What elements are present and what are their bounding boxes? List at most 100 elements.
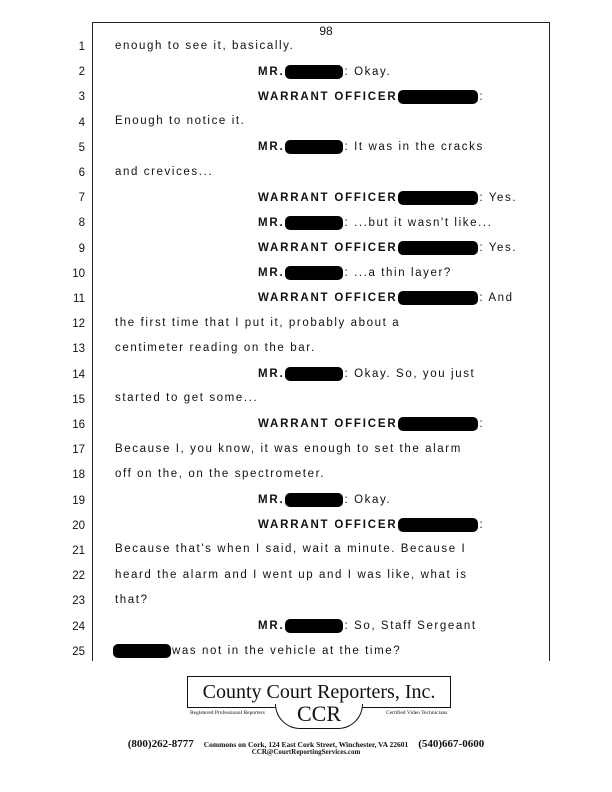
line-text: : It was in the cracks — [344, 141, 484, 153]
redaction — [285, 619, 344, 633]
redaction — [285, 216, 344, 230]
line-text: : Okay. — [344, 66, 392, 78]
tagline-left: Registered Professional Reporters — [190, 710, 265, 716]
line-number: 12 — [72, 318, 85, 331]
line-number: 16 — [72, 419, 85, 431]
line-number: 11 — [73, 293, 85, 305]
redaction — [398, 191, 479, 205]
speaker-label: MR. — [258, 620, 285, 632]
line-text: was not in the vehicle at the time? — [172, 645, 402, 657]
line-number: 5 — [78, 141, 85, 154]
line-21: Because that's when I said, wait a minut… — [115, 543, 467, 555]
speaker-label: MR. — [258, 217, 285, 229]
redaction — [285, 493, 344, 507]
phone-right: (540)667-0600 — [418, 738, 485, 750]
transcript-frame — [92, 22, 550, 661]
line-number: 2 — [78, 66, 85, 79]
redaction — [285, 266, 344, 280]
speaker-label: WARRANT OFFICER — [258, 91, 398, 103]
line-text: : Yes. — [479, 242, 518, 254]
line-number: 25 — [72, 645, 85, 658]
line-text: : — [479, 519, 485, 531]
line-5: MR. : It was in the cracks — [258, 140, 484, 154]
line-6: and crevices... — [115, 166, 214, 178]
speaker-label: MR. — [258, 66, 285, 78]
redaction — [398, 291, 479, 305]
line-18: off on the, on the spectrometer. — [115, 468, 326, 480]
logo-initials: CCR — [275, 703, 363, 729]
line-11: WARRANT OFFICER : And — [258, 291, 514, 305]
line-13: centimeter reading on the bar. — [115, 342, 316, 354]
line-12: the first time that I put it, probably a… — [115, 317, 401, 329]
line-4: Enough to notice it. — [115, 115, 246, 127]
line-text: : So, Staff Sergeant — [344, 620, 477, 632]
line-text: : Okay. — [344, 494, 392, 506]
line-number: 9 — [78, 242, 85, 255]
line-number: 24 — [72, 620, 85, 633]
line-24: MR. : So, Staff Sergeant — [258, 619, 477, 633]
line-7: WARRANT OFFICER : Yes. — [258, 191, 517, 205]
line-16: WARRANT OFFICER: — [258, 417, 484, 431]
line-number: 13 — [72, 343, 85, 356]
line-number: 6 — [78, 167, 85, 179]
line-14: MR. : Okay. So, you just — [258, 367, 475, 381]
line-number: 15 — [72, 393, 85, 406]
line-number: 1 — [78, 41, 85, 53]
speaker-label: WARRANT OFFICER — [258, 192, 398, 204]
line-text: : Yes. — [479, 192, 518, 204]
line-number: 3 — [78, 91, 85, 104]
tagline-right: Certified Video Technicians — [386, 710, 448, 716]
line-19: MR. : Okay. — [258, 493, 391, 507]
speaker-label: WARRANT OFFICER — [258, 292, 398, 304]
line-number: 18 — [72, 469, 85, 482]
speaker-label: MR. — [258, 368, 285, 380]
line-number: 8 — [78, 217, 85, 230]
line-17: Because I, you know, it was enough to se… — [115, 443, 462, 455]
line-number: 10 — [72, 267, 85, 280]
line-number: 23 — [72, 595, 85, 608]
speaker-label: MR. — [258, 267, 285, 279]
contact-line: (800)262-8777 Commons on Cork, 124 East … — [0, 734, 612, 752]
line-15: started to get some... — [115, 392, 259, 404]
line-2: MR. : Okay. — [258, 65, 391, 79]
line-1: enough to see it, basically. — [115, 40, 295, 52]
line-10: MR. : ...a thin layer? — [258, 266, 452, 280]
line-9: WARRANT OFFICER : Yes. — [258, 241, 517, 255]
redaction — [285, 65, 344, 79]
speaker-label: MR. — [258, 141, 285, 153]
line-25: was not in the vehicle at the time? — [112, 644, 401, 658]
line-number: 22 — [72, 570, 85, 583]
line-number: 14 — [72, 368, 85, 381]
speaker-label: WARRANT OFFICER — [258, 519, 398, 531]
line-number: 21 — [72, 545, 85, 557]
line-text: : ...but it wasn't like... — [344, 217, 493, 229]
page-number: 98 — [319, 24, 333, 38]
email: CCR@CourtReportingServices.com — [251, 748, 361, 756]
redaction — [285, 367, 344, 381]
line-8: MR. : ...but it wasn't like... — [258, 216, 492, 230]
line-text: : Okay. So, you just — [344, 368, 476, 380]
redaction — [398, 90, 479, 104]
address: Commons on Cork, 124 East Cork Street, W… — [203, 740, 409, 749]
line-text: : ...a thin layer? — [344, 267, 452, 279]
redaction — [398, 241, 479, 255]
line-3: WARRANT OFFICER: — [258, 90, 484, 104]
line-number: 17 — [72, 444, 85, 457]
line-number: 20 — [72, 519, 85, 532]
line-number: 4 — [78, 116, 85, 129]
redaction — [285, 140, 344, 154]
line-number: 19 — [72, 494, 85, 507]
line-22: heard the alarm and I went up and I was … — [115, 569, 468, 581]
line-text: : — [479, 418, 485, 430]
redaction — [113, 644, 171, 658]
speaker-label: WARRANT OFFICER — [258, 242, 398, 254]
line-20: WARRANT OFFICER: — [258, 518, 484, 532]
phone-left: (800)262-8777 — [127, 738, 194, 750]
line-text: : — [479, 91, 485, 103]
speaker-label: WARRANT OFFICER — [258, 418, 398, 430]
speaker-label: MR. — [258, 494, 285, 506]
line-text: : And — [479, 292, 514, 304]
redaction — [398, 417, 479, 431]
line-23: that? — [115, 594, 149, 606]
line-number: 7 — [78, 192, 85, 205]
